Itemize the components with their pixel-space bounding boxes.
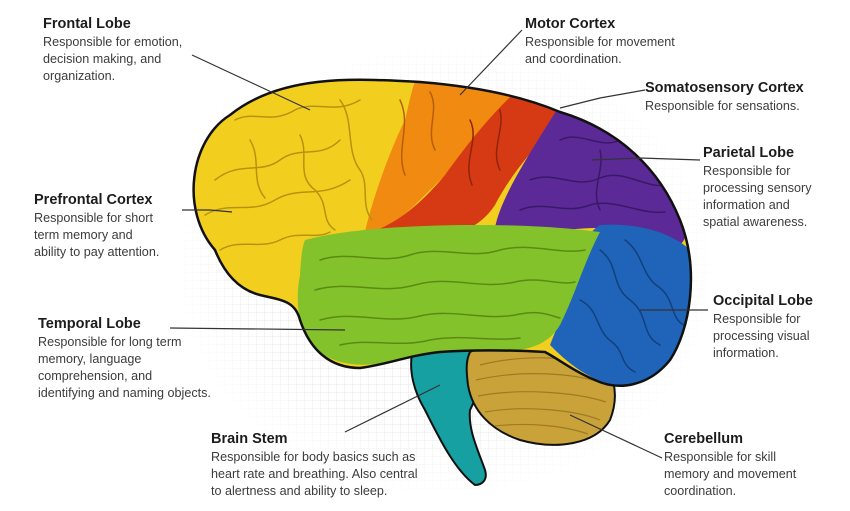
label-prefrontal-cortex: Prefrontal Cortex Responsible for short …	[34, 192, 159, 261]
leader-parietal	[591, 157, 701, 161]
leader-somatosensory	[559, 89, 646, 109]
leader-lines	[169, 29, 708, 459]
cerebrum-outline	[192, 78, 693, 387]
leader-brainstem	[344, 384, 441, 433]
leader-prefrontal	[182, 209, 233, 213]
leader-frontal	[191, 54, 311, 111]
somatosensory-cortex-region	[368, 88, 568, 236]
frontal-lobe-description: Responsible for emotion, decision making…	[43, 35, 183, 83]
gyri-texture	[204, 91, 685, 373]
motor-cortex-region	[365, 79, 525, 232]
motor-cortex-title: Motor Cortex	[525, 16, 616, 32]
occipital-lobe-region	[550, 224, 691, 386]
frontal-lobe-title: Frontal Lobe	[43, 16, 131, 32]
cerebellum-title: Cerebellum	[664, 431, 743, 447]
prefrontal-cortex-description: Responsible for short term memory and ab…	[34, 211, 160, 259]
label-occipital-lobe: Occipital Lobe Responsible for processin…	[713, 293, 813, 362]
occipital-lobe-description: Responsible for processing visual inform…	[713, 312, 810, 360]
leader-temporal	[169, 327, 346, 331]
temporal-lobe-description: Responsible for long term memory, langua…	[38, 335, 211, 400]
temporal-lobe-region	[297, 225, 600, 365]
leader-cerebellum	[569, 414, 663, 459]
parietal-lobe-title: Parietal Lobe	[703, 145, 795, 161]
occipital-lobe-title: Occipital Lobe	[713, 293, 813, 309]
parietal-lobe-description: Responsible for processing sensory infor…	[703, 164, 812, 229]
label-motor-cortex: Motor Cortex Responsible for movement an…	[525, 16, 675, 68]
temporal-lobe-title: Temporal Lobe	[38, 316, 141, 332]
label-frontal-lobe: Frontal Lobe Responsible for emotion, de…	[43, 16, 182, 85]
label-cerebellum: Cerebellum Responsible for skill memory …	[664, 431, 796, 500]
label-temporal-lobe: Temporal Lobe Responsible for long term …	[38, 316, 211, 402]
prefrontal-cortex-title: Prefrontal Cortex	[34, 192, 153, 208]
brain-stem-title: Brain Stem	[211, 431, 288, 447]
somatosensory-cortex-description: Responsible for sensations.	[645, 99, 800, 113]
motor-cortex-description: Responsible for movement and coordinatio…	[525, 35, 675, 66]
label-somatosensory-cortex: Somatosensory Cortex Responsible for sen…	[645, 80, 804, 115]
label-brain-stem: Brain Stem Responsible for body basics s…	[211, 431, 418, 500]
somatosensory-cortex-title: Somatosensory Cortex	[645, 80, 804, 96]
brain-stem-description: Responsible for body basics such as hear…	[211, 450, 418, 498]
leader-motor	[459, 29, 523, 96]
label-parietal-lobe: Parietal Lobe Responsible for processing…	[703, 145, 812, 231]
cerebellum-description: Responsible for skill memory and movemen…	[664, 450, 797, 498]
